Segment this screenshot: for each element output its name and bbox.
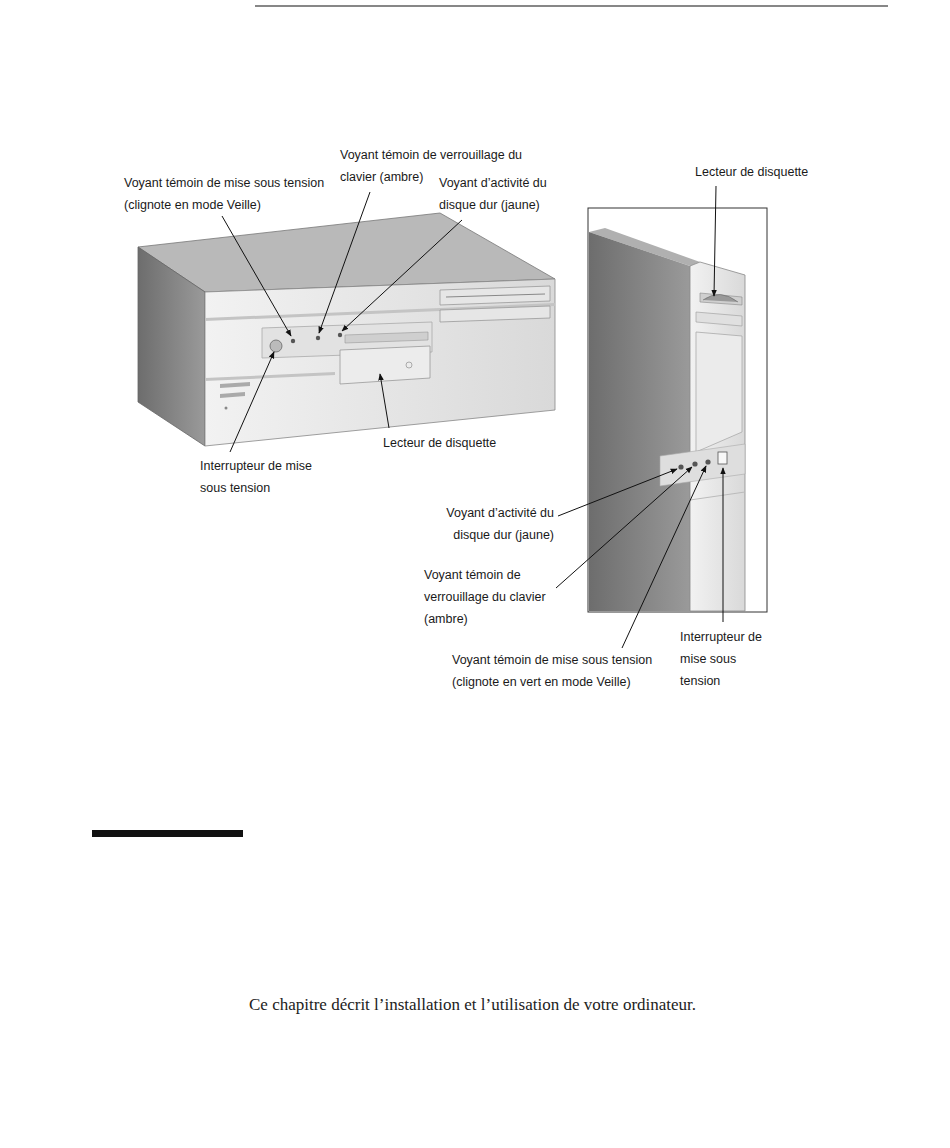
body-text: Ce chapitre décrit l’installation et l’u… <box>249 994 889 1016</box>
callout-label: Voyant d’activité du disque dur (jaune) <box>439 172 571 216</box>
inset-frame <box>588 208 767 612</box>
callout-label: Voyant témoin de mise sous tension (clig… <box>124 172 329 216</box>
callout-label: Voyant d’activité du disque dur (jaune) <box>416 502 554 546</box>
callout-label: Lecteur de disquette <box>383 432 533 454</box>
desktop-computer <box>138 213 555 446</box>
leader-lines <box>222 186 723 648</box>
callout-label: Voyant témoin de verrouillage du clavier… <box>424 564 564 630</box>
callout-label: Interrupteur de mise sous tension <box>200 455 335 499</box>
callout-label: Lecteur de disquette <box>695 161 845 183</box>
minitower-computer <box>589 228 745 611</box>
top-rule <box>255 5 888 6</box>
callout-label: Interrupteur de mise sous tension <box>680 626 770 692</box>
callout-label: Voyant témoin de mise sous tension (clig… <box>452 649 674 693</box>
section-bar <box>92 830 243 837</box>
